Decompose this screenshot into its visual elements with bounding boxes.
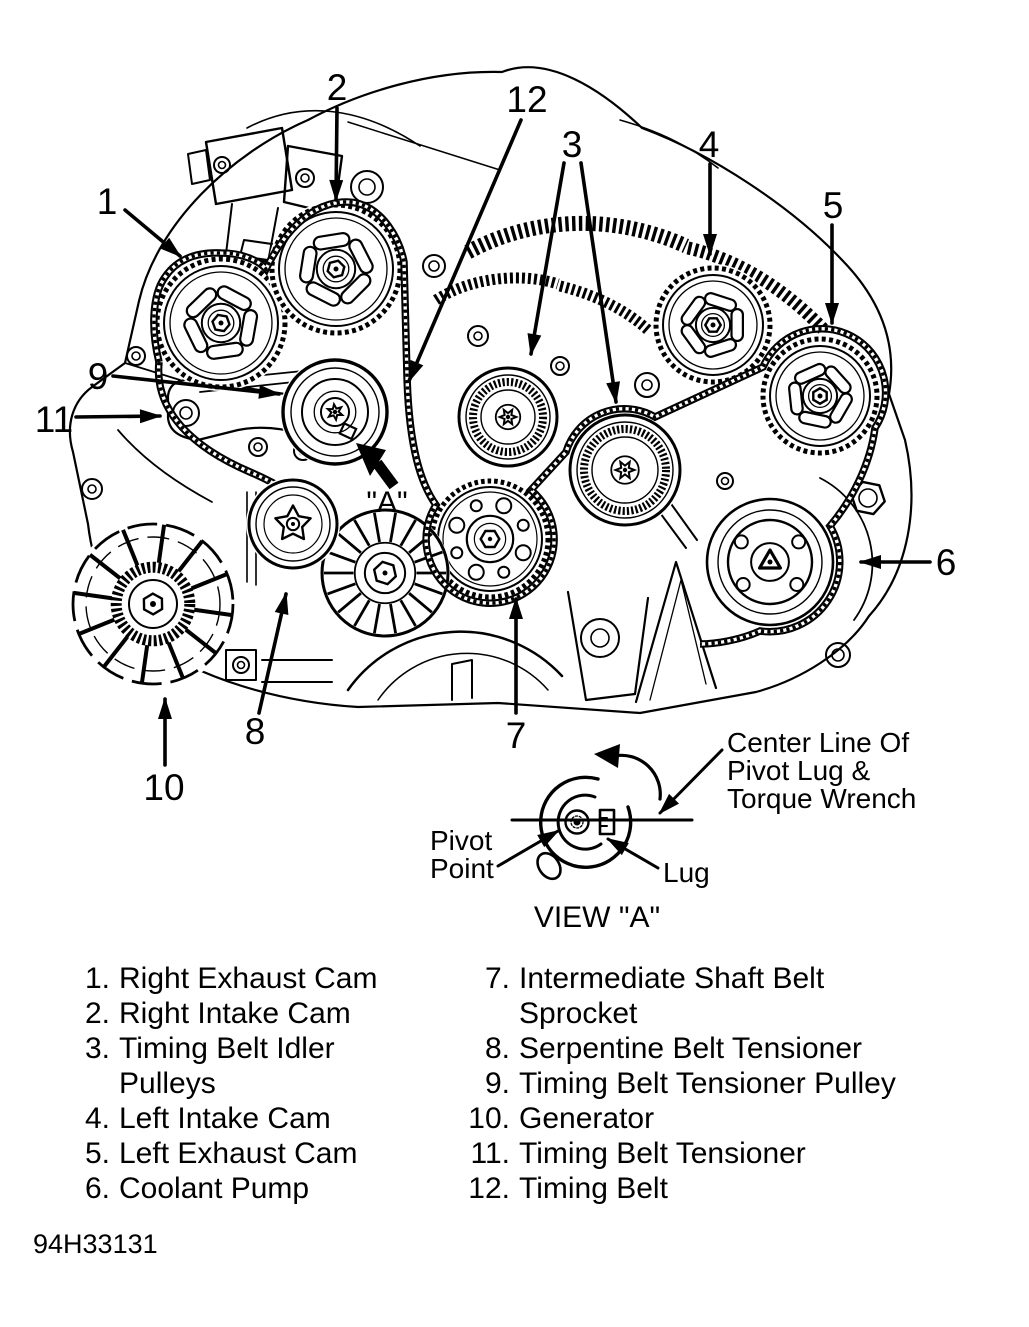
callout-label-7: 7 [506, 715, 527, 756]
center-line-label: Center Line Of [727, 727, 909, 758]
pump-bracket [634, 560, 718, 704]
view-a-detail: Pivot Point Lug Center Line Of Pivot Lug… [430, 727, 916, 934]
callout-label-12: 12 [506, 79, 547, 120]
legend-item-1: 1.Right Exhaust Cam [84, 962, 378, 995]
callout-arrow-3b [579, 161, 621, 404]
legend-item-12: 12.Timing Belt [468, 1172, 668, 1205]
legend-item-11: 11.Timing Belt Tensioner [470, 1137, 806, 1170]
legend-item-3: 3.Timing Belt Idler [84, 1032, 335, 1065]
callout-arrow-3a [527, 161, 566, 356]
lug-mark [598, 808, 616, 836]
component-intermediate-shaft-belt-sprocket [428, 477, 552, 601]
housing-outline [68, 66, 913, 715]
component-serpentine-belt-tensioner [246, 477, 340, 571]
center-line-arrow [658, 748, 724, 815]
legend-item-2: 2.Right Intake Cam [84, 997, 351, 1030]
svg-text:Point: Point [430, 853, 494, 884]
timing-belt [150, 198, 890, 648]
callout-label-6: 6 [936, 542, 957, 583]
legend-item-4: 4.Left Intake Cam [84, 1102, 331, 1135]
callout-label-11: 11 [35, 399, 73, 440]
legend-item-6: 6.Coolant Pump [84, 1172, 310, 1205]
pivot-point-arrow [496, 829, 560, 868]
callout-label-10: 10 [143, 767, 184, 808]
crank-arch [346, 630, 564, 692]
view-a-location-marker: "A" [356, 443, 408, 519]
component-left-exhaust-cam-sprocket [759, 335, 881, 457]
svg-text:Torque Wrench: Torque Wrench [727, 783, 916, 814]
component-timing-belt-idler-pulley-rear [567, 412, 683, 528]
callout-label-5: 5 [823, 185, 844, 226]
callout-arrow-2 [329, 106, 344, 202]
callouts: 1 2 3 4 5 6 7 8 9 10 11 12 [35, 67, 957, 808]
figure-id: 94H33131 [33, 1229, 158, 1259]
callout-arrow-1 [123, 208, 182, 258]
callout-label-9: 9 [88, 356, 109, 397]
legend-item-5: 5.Left Exhaust Cam [84, 1137, 358, 1170]
callout-label-4: 4 [699, 124, 720, 165]
rotation-arrowhead [594, 744, 620, 768]
callout-arrow-8 [257, 592, 289, 715]
legend-item-10: 10.Generator [468, 1102, 655, 1135]
pivot-point-label: Pivot [430, 825, 492, 856]
legend-item-7: 7.Intermediate Shaft Belt [484, 962, 825, 995]
callout-label-1: 1 [97, 181, 118, 222]
component-left-intake-cam-sprocket [652, 264, 774, 386]
legend-right-column: 7.Intermediate Shaft Belt Sprocket 8.Ser… [464, 961, 896, 1206]
callout-label-8: 8 [245, 711, 266, 752]
callout-arrow-9 [111, 374, 281, 399]
callout-label-3: 3 [562, 124, 583, 165]
component-timing-belt-tensioner-pulley [280, 357, 390, 467]
lug-label: Lug [663, 857, 710, 888]
legend-item-7-cont: Sprocket [519, 997, 638, 1030]
legend-item-9: 9.Timing Belt Tensioner Pulley [484, 1067, 896, 1100]
component-right-exhaust-cam-sprocket [153, 255, 289, 391]
callout-arrow-11 [74, 409, 162, 424]
lug-arrow [606, 837, 660, 870]
legend-item-3-cont: Pulleys [119, 1067, 216, 1100]
component-coolant-pump [703, 495, 837, 629]
pivot-point-mark [564, 809, 590, 835]
component-right-intake-cam-sprocket [268, 201, 404, 337]
rotation-arrow [612, 753, 662, 801]
component-generator [69, 520, 237, 688]
legend-item-8: 8.Serpentine Belt Tensioner [484, 1032, 863, 1065]
callout-arrow-12 [407, 118, 523, 383]
black-arrow-icon [356, 443, 386, 476]
component-crankshaft-ribbed-pulley [320, 508, 450, 638]
svg-text:Pivot Lug &: Pivot Lug & [727, 755, 871, 786]
component-timing-belt-idler-pulley-front [456, 365, 560, 469]
legend-left-column: 1.Right Exhaust Cam 2.Right Intake Cam 3… [83, 961, 377, 1206]
callout-label-2: 2 [327, 67, 348, 108]
view-a-location-label: "A" [366, 486, 407, 519]
view-a-caption: VIEW "A" [534, 901, 660, 934]
